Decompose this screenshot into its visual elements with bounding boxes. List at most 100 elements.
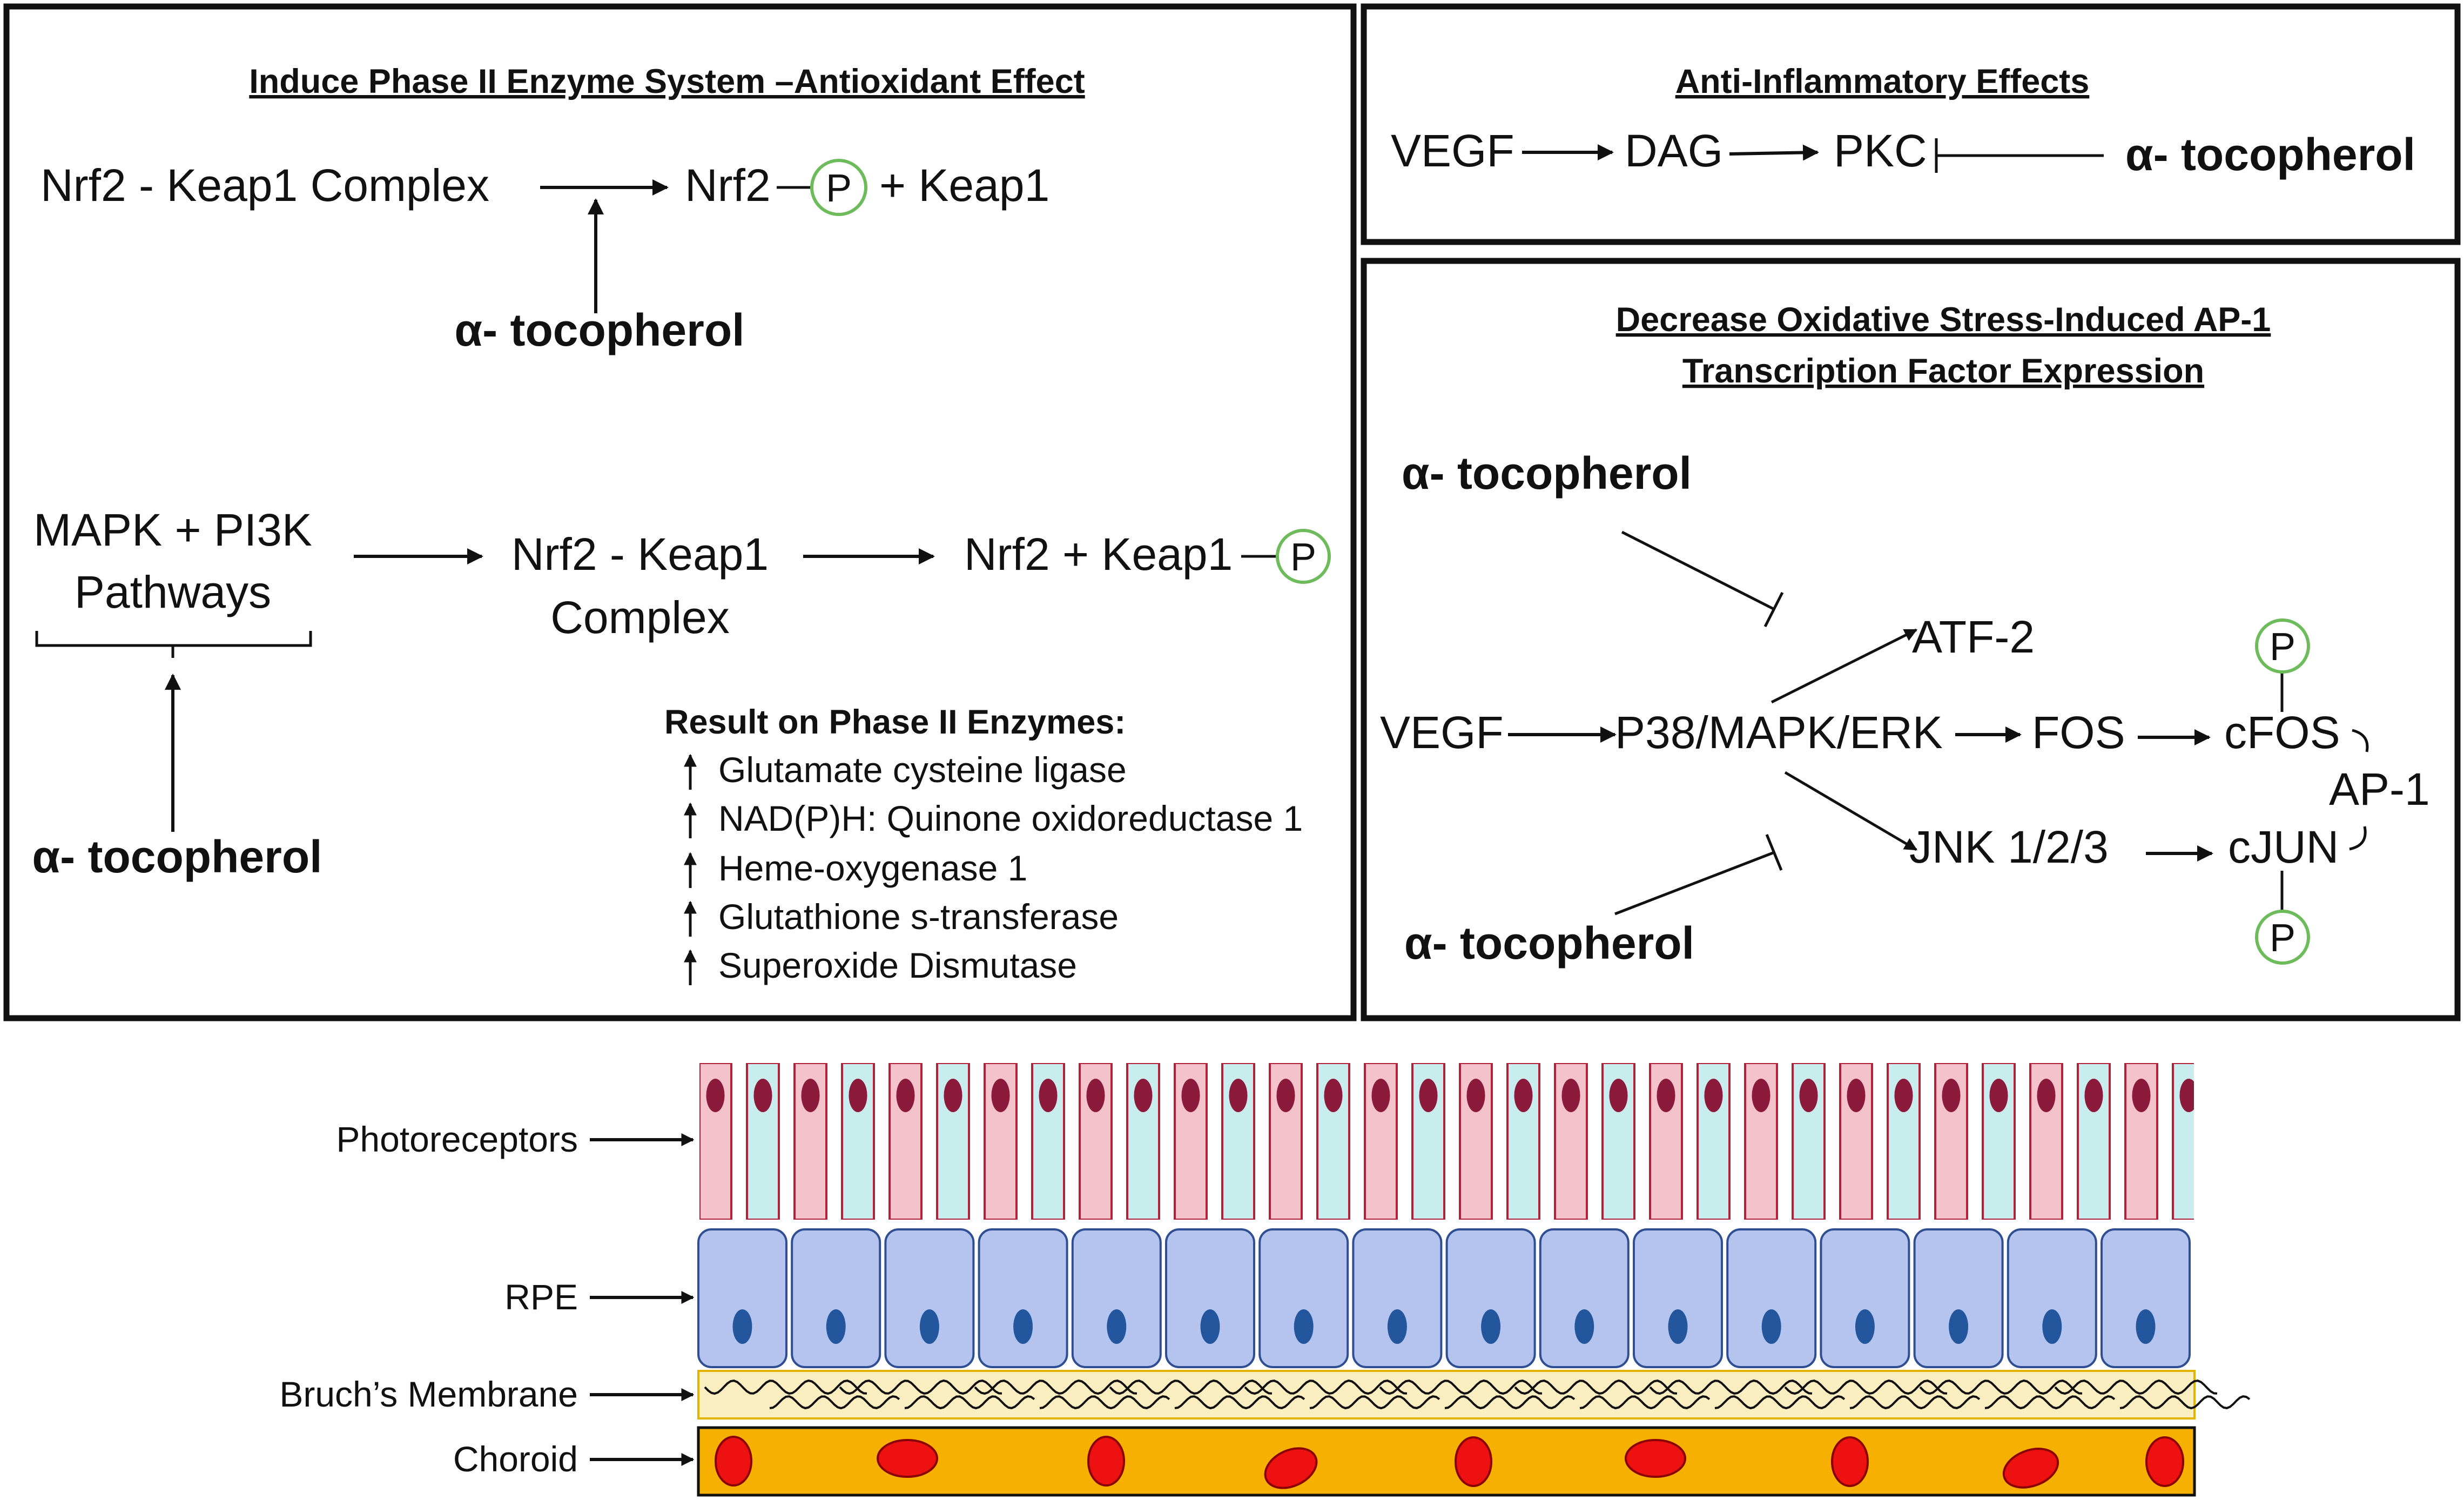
bruch-fiber	[974, 1379, 1137, 1395]
rpe-cell	[2101, 1228, 2191, 1368]
photoreceptor-nucleus	[1894, 1079, 1913, 1112]
rpe-nucleus	[732, 1309, 752, 1344]
inhibition-bar-top	[1763, 591, 1784, 628]
rpe-label: RPE	[504, 1277, 578, 1317]
photoreceptor-nucleus	[1039, 1079, 1058, 1112]
bruch-fiber	[839, 1379, 1002, 1395]
bruch-fiber	[1379, 1379, 1543, 1395]
rpe-cell	[1539, 1228, 1630, 1368]
bruch-fiber	[1714, 1395, 1846, 1410]
rpe-cell	[1165, 1228, 1255, 1368]
phospho-label-cfos: P	[2270, 625, 2295, 669]
photoreceptor-nucleus	[1942, 1079, 1961, 1112]
nrf2-plus-keap1-label: Nrf2 + Keap1	[964, 529, 1233, 580]
inhibition-line-top	[1621, 530, 1775, 611]
panel-inflammatory-border	[1361, 3, 2461, 245]
rpe-nucleus	[1107, 1309, 1127, 1344]
photoreceptor-nucleus	[2084, 1079, 2103, 1112]
bruch-fiber	[704, 1379, 867, 1395]
mapk-pi3k-label: MAPK + PI3K	[33, 505, 312, 555]
bruch-fiber	[1174, 1395, 1305, 1410]
photoreceptor-nucleus	[753, 1079, 772, 1112]
phospho-label-cjun: P	[2270, 917, 2295, 960]
rpe-cell	[1258, 1228, 1349, 1368]
photoreceptor-nucleus	[1799, 1079, 1818, 1112]
photoreceptor-nucleus	[1609, 1079, 1628, 1112]
photoreceptor-cell	[888, 1063, 923, 1220]
rpe-nucleus	[1013, 1309, 1033, 1344]
arrow-dag-to-pkc	[1729, 144, 1819, 161]
arrow-p38-to-jnk	[1784, 771, 1918, 851]
result-item-3: Heme-oxygenase 1	[718, 848, 1027, 888]
choroid-layer	[697, 1426, 2196, 1497]
bruch-fiber	[1039, 1395, 1170, 1410]
dag-label: DAG	[1625, 125, 1723, 176]
photoreceptor-nucleus	[1276, 1079, 1295, 1112]
photoreceptor-nucleus	[1704, 1079, 1723, 1112]
rpe-cell	[1633, 1228, 1723, 1368]
bruch-fiber	[1309, 1395, 1440, 1410]
photoreceptor-nucleus	[2132, 1079, 2151, 1112]
bruch-fiber	[1784, 1379, 1948, 1395]
photoreceptor-nucleus	[1181, 1079, 1200, 1112]
bruch-fiber	[1919, 1379, 2083, 1395]
rpe-cell	[1071, 1228, 1162, 1368]
photoreceptor-layer	[699, 1063, 2194, 1220]
rpe-cell	[791, 1228, 881, 1368]
result-title: Result on Phase II Enzymes:	[664, 703, 1126, 741]
plus-keap1-label: + Keap1	[879, 160, 1049, 211]
red-blood-cell	[1087, 1436, 1125, 1486]
ap1-brace-bottom	[2349, 826, 2367, 851]
photoreceptor-nucleus	[944, 1079, 962, 1112]
photoreceptor-nucleus	[1419, 1079, 1438, 1112]
photoreceptor-nucleus	[1229, 1079, 1248, 1112]
photoreceptor-nucleus	[801, 1079, 820, 1112]
bruch-fiber	[2119, 1395, 2251, 1410]
rpe-nucleus	[1855, 1309, 1875, 1344]
result-item-2: NAD(P)H: Quinone oxidoreductase 1	[718, 798, 1303, 838]
bruch-fiber	[1109, 1379, 1273, 1395]
phospho-circle-cfos	[2255, 618, 2310, 674]
phospho-label-2: P	[1290, 536, 1316, 579]
rpe-nucleus	[1949, 1309, 1969, 1344]
pkc-label: PKC	[1834, 125, 1927, 176]
photoreceptor-nucleus	[2037, 1079, 2056, 1112]
rpe-nucleus	[1200, 1309, 1220, 1344]
ap1-brace-top	[2352, 729, 2369, 752]
photoreceptor-nucleus	[849, 1079, 867, 1112]
red-blood-cell	[715, 1436, 752, 1486]
rpe-layer	[697, 1228, 2191, 1368]
bruch-membrane-layer	[697, 1370, 2251, 1420]
photoreceptor-nucleus	[1514, 1079, 1533, 1112]
photoreceptor-nucleus	[1134, 1079, 1153, 1112]
bruch-fiber	[1579, 1395, 1711, 1410]
red-blood-cell	[1264, 1447, 1318, 1489]
rpe-cell	[1445, 1228, 1536, 1368]
bruch-fiber	[1514, 1379, 1678, 1395]
rpe-cell	[978, 1228, 1068, 1368]
red-blood-cell	[2002, 1448, 2059, 1489]
cfos-label: cFOS	[2224, 707, 2340, 758]
photoreceptor-nucleus	[1657, 1079, 1675, 1112]
rpe-nucleus	[1387, 1309, 1407, 1344]
cjun-label: cJUN	[2228, 822, 2339, 872]
nrf2-label: Nrf2	[685, 160, 771, 211]
retina-labels: Photoreceptors RPE Bruch’s Membrane Chor…	[279, 1119, 695, 1479]
bruch-fiber	[1849, 1395, 1981, 1410]
red-blood-cell	[1455, 1436, 1492, 1487]
photoreceptor-nucleus	[1752, 1079, 1770, 1112]
photoreceptor-nucleus	[1371, 1079, 1390, 1112]
rpe-nucleus	[826, 1309, 846, 1344]
photoreceptor-nucleus	[1561, 1079, 1580, 1112]
jnk-label: JNK 1/2/3	[1909, 822, 2109, 872]
phase2-title: Induce Phase II Enzyme System –Antioxida…	[249, 63, 1085, 100]
bruch-fiber	[1444, 1395, 1576, 1410]
photoreceptor-nucleus	[896, 1079, 915, 1112]
fos-label: FOS	[2032, 707, 2125, 758]
alpha-tocopherol-phase2-bottom: α- tocopherol	[32, 831, 322, 882]
choroid-band	[697, 1426, 2196, 1497]
rpe-cell	[1352, 1228, 1443, 1368]
inhibition-line-bottom	[1614, 851, 1775, 916]
photoreceptor-nucleus	[1086, 1079, 1105, 1112]
rpe-nucleus	[1481, 1309, 1501, 1344]
